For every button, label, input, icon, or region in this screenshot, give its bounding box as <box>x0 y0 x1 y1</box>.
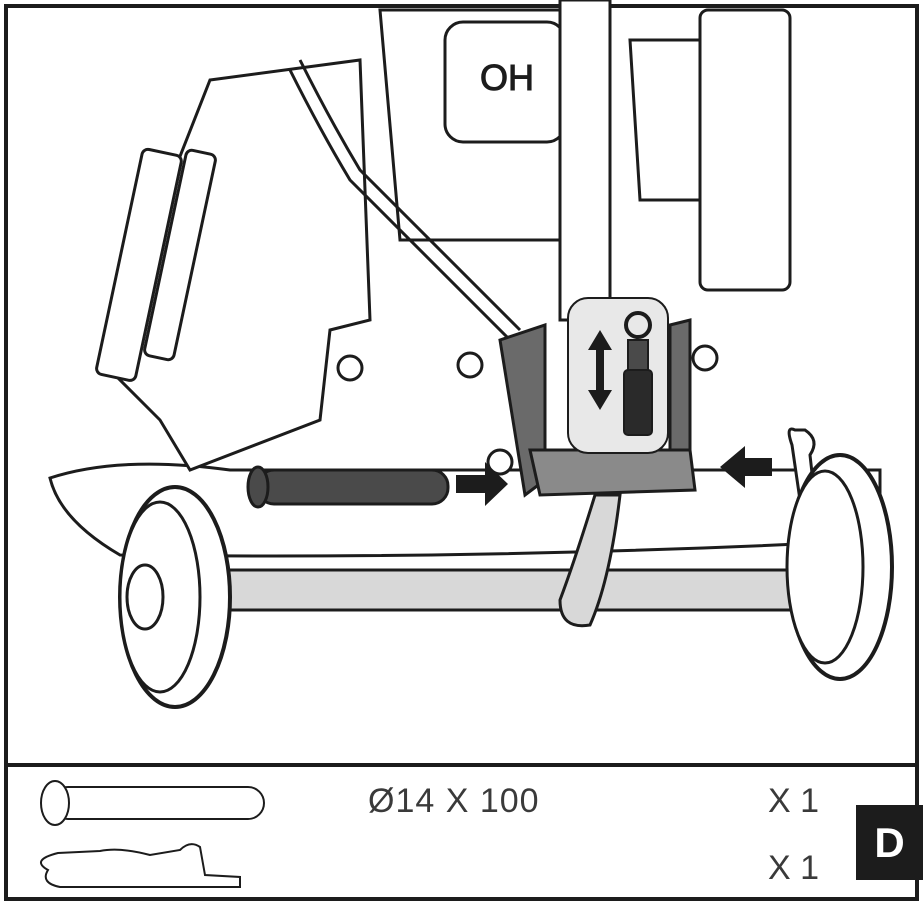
bracket-right <box>668 318 692 472</box>
pin-icon <box>40 780 265 826</box>
axle <box>168 568 872 612</box>
arrow-left <box>720 446 772 488</box>
pin-part <box>256 468 450 506</box>
r-clip-icon <box>39 843 241 888</box>
parts-list-panel <box>4 765 919 901</box>
cross-tube <box>528 448 697 497</box>
svg-text:OH: OH <box>480 57 534 98</box>
step-badge: D <box>856 805 923 880</box>
arrow-right <box>456 462 508 506</box>
r-clip-quantity: X 1 <box>768 849 820 887</box>
pin-spec: Ø14 X 100 <box>368 782 540 820</box>
handle-tube <box>558 0 612 322</box>
pin-quantity: X 1 <box>768 782 820 820</box>
assembly-illustration: OH <box>4 0 919 765</box>
belt-guard <box>98 58 372 472</box>
tank <box>698 8 792 292</box>
